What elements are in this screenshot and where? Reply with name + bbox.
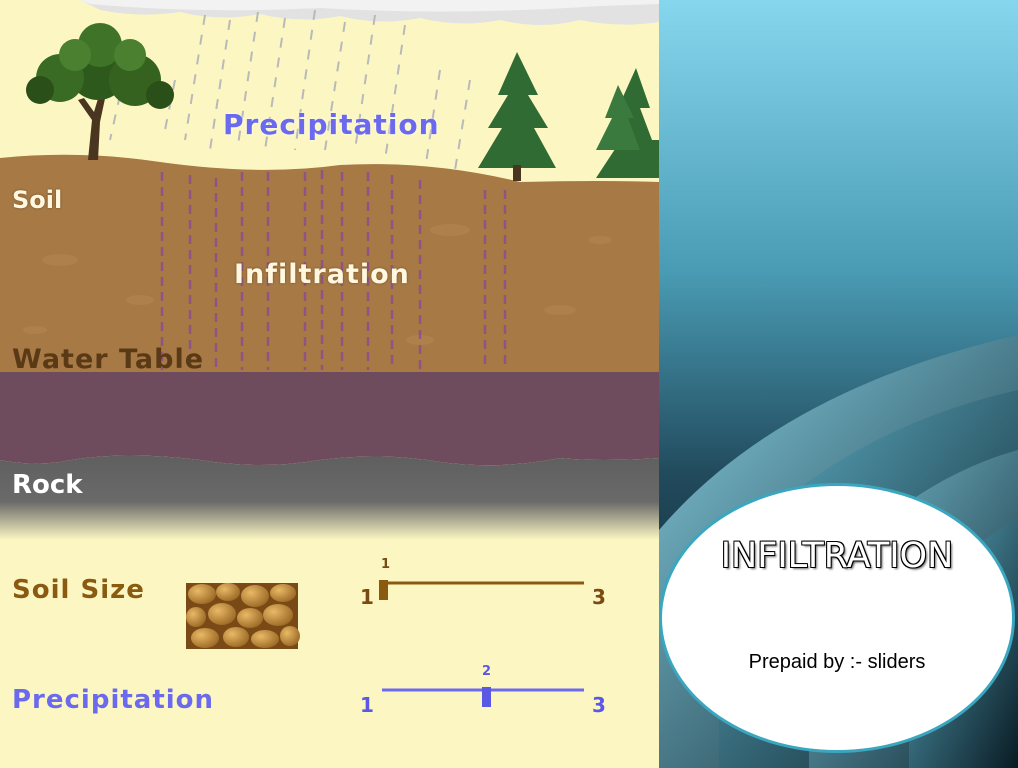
deciduous-tree-icon [26,23,174,160]
soil-size-slider-thumb[interactable] [379,580,388,600]
infiltration-lines [160,170,507,370]
rock-layer [0,455,659,540]
soil-label: Soil [12,186,63,214]
water-table-label: Water Table [12,344,205,375]
precipitation-slider[interactable] [382,687,584,707]
landscape-diagram [0,0,659,707]
soil-layer [0,154,659,378]
precipitation-max-label: 3 [592,693,606,717]
precipitation-label: Precipitation [223,108,440,141]
soil-size-max-label: 3 [592,585,606,609]
cloud-icon [80,0,659,25]
title-oval: INFILTRATION Prepaid by :- sliders [659,483,1015,753]
infiltration-label: Infiltration [234,259,410,290]
soil-size-value: 1 [381,557,391,572]
slide-title: INFILTRATION [720,535,954,577]
soil-size-label: Soil Size [12,575,145,605]
credit-text: Prepaid by :- sliders [748,651,926,673]
rock-label: Rock [12,470,83,500]
rain-icon [109,9,471,171]
precipitation-slider-thumb[interactable] [482,687,491,707]
soil-size-min-label: 1 [360,585,374,609]
soil-size-slider[interactable] [379,580,584,600]
soil-texture-icon [186,583,300,649]
water-table-layer [0,372,659,466]
precipitation-min-label: 1 [360,693,374,717]
precipitation-control-label: Precipitation [12,685,215,715]
pine-tree-icon [478,52,556,181]
precipitation-value: 2 [482,664,492,679]
pine-tree-icon [596,68,659,178]
simulation-panel: Precipitation Soil Infiltration Water Ta… [0,0,659,768]
